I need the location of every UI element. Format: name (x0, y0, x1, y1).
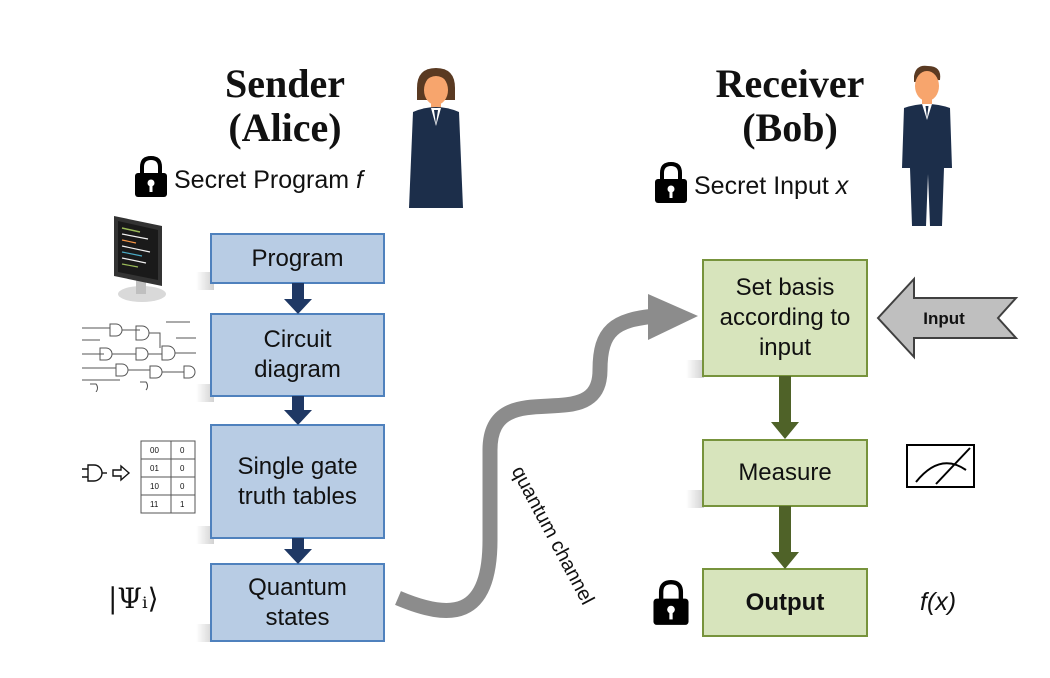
alice-secret-label: Secret Program (174, 166, 357, 194)
bob-secret-text: Secret Input x (694, 172, 848, 201)
receiver-title: Receiver (Bob) (690, 62, 890, 150)
box-shadow (686, 360, 704, 378)
sender-title-line2: (Alice) (228, 105, 342, 150)
measure-box: Measure (702, 439, 868, 507)
down-arrow-icon (771, 506, 799, 569)
box-shadow (196, 526, 214, 544)
psi-state-label: |Ψᵢ⟩ (108, 582, 159, 615)
bob-secret-var: x (835, 172, 849, 200)
down-arrow-icon (771, 376, 799, 439)
truth-table-cell: 0 (180, 482, 185, 491)
box-shadow (686, 490, 704, 508)
quantum-states-label: Quantum states (248, 573, 347, 631)
meter-icon (906, 444, 975, 488)
output-label: Output (745, 588, 825, 616)
set-basis-box: Set basis according to input (702, 259, 868, 377)
down-arrow-icon (284, 538, 312, 564)
truth-table-cell: 1 (180, 500, 185, 509)
truth-tables-box: Single gate truth tables (210, 424, 385, 539)
sender-title-line1: Sender (225, 61, 345, 106)
bob-secret-label: Secret Input (694, 172, 836, 200)
output-value: f(x) (920, 588, 957, 616)
truth-table-cell: 0 (180, 464, 185, 473)
circuit-diagram-icon (82, 321, 196, 392)
quantum-channel-arrow-icon (395, 294, 698, 619)
receiver-title-line1: Receiver (715, 61, 865, 106)
sender-title: Sender (Alice) (190, 62, 380, 150)
bob-lock-icon (655, 162, 687, 203)
input-arrow-icon: Input (876, 276, 1019, 360)
gate-to-table-icon (82, 464, 131, 482)
alice-lock-icon (135, 156, 167, 197)
truth-table-cell: 11 (150, 500, 159, 509)
truth-table: 00 0 01 0 10 0 11 1 (140, 440, 196, 521)
alice-secret-text: Secret Program f (174, 166, 363, 195)
alice-figure-icon (409, 68, 463, 208)
truth-table-cell: 0 (180, 446, 185, 455)
truth-table-cell: 01 (150, 464, 159, 473)
measure-label: Measure (738, 459, 832, 486)
down-arrow-icon (284, 396, 312, 425)
receiver-title-line2: (Bob) (742, 105, 838, 150)
quantum-states-box: Quantum states (210, 563, 385, 642)
truth-table-cell: 10 (150, 482, 159, 491)
set-basis-label: Set basis according to input (719, 274, 851, 361)
box-shadow (196, 624, 214, 642)
box-shadow (196, 272, 214, 290)
bob-figure-icon (902, 65, 952, 226)
output-lock-icon (653, 580, 689, 625)
program-label: Program (251, 244, 344, 272)
circuit-diagram-box: Circuit diagram (210, 313, 385, 397)
input-arrow-label: Input (923, 309, 965, 328)
truth-tables-label: Single gate truth tables (237, 452, 358, 510)
circuit-diagram-label: Circuit diagram (254, 326, 341, 383)
program-box: Program (210, 233, 385, 284)
computer-monitor-icon (114, 216, 166, 302)
box-shadow (196, 384, 214, 402)
down-arrow-icon (284, 283, 312, 314)
alice-secret-var: f (356, 166, 363, 194)
output-box: Output (702, 568, 868, 637)
truth-table-cell: 00 (150, 446, 159, 455)
